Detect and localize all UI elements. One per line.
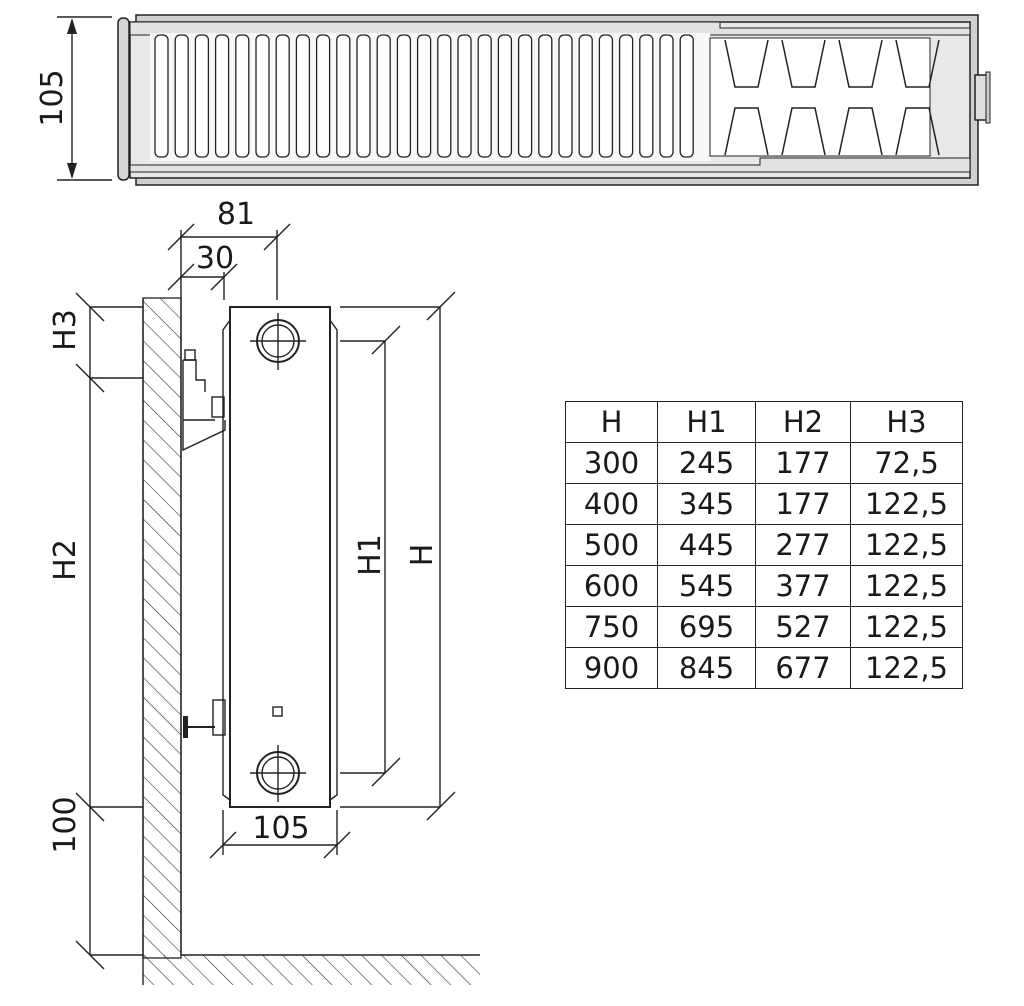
table-cell: 177 [755,483,851,525]
table-cell: 122,5 [850,647,963,689]
fin [659,34,674,158]
fin [517,34,533,158]
fin [376,34,391,158]
h-label: H [405,544,440,567]
v-fin [724,107,769,156]
v-fin [838,39,883,88]
bottom-depth-label: 105 [252,811,309,846]
table-cell: 345 [657,483,756,525]
table-cell: 545 [657,565,756,607]
convector-v-fins [724,39,940,156]
v-fin [895,39,940,88]
v-fin [838,107,883,156]
height-dimensions-left: H3 H2 100 [48,292,143,970]
fin [538,34,553,158]
table-cell: 122,5 [850,565,963,607]
top-pipe-connection [250,313,306,370]
table-cell: 177 [755,442,851,484]
table-cell: 300 [565,442,658,484]
depth-dimensions: 81 30 [167,197,291,300]
fin [457,34,472,158]
wall [142,297,480,985]
floor-gap-label: 100 [48,796,83,853]
table-cell: 845 [657,647,756,689]
header-h3: H3 [850,401,963,443]
fin [295,34,311,158]
h1-label: H1 [353,534,388,576]
table-cell: 122,5 [850,524,963,566]
vent-plug [272,706,283,717]
radiator-side-body [222,306,338,808]
fin [235,34,250,158]
table-cell: 377 [755,565,851,607]
table-cell: 72,5 [850,442,963,484]
offset-30-label: 30 [196,241,234,276]
fin [356,34,371,158]
table-cell: 122,5 [850,606,963,648]
top-view: 105 [35,14,991,186]
header-h2: H2 [755,401,851,443]
fin [598,34,614,158]
convector-fins [154,34,694,158]
table-header-row: H H1 H2 H3 [565,401,963,443]
fin [618,34,634,158]
fin [396,34,412,158]
top-depth-dimension: 105 [35,16,112,181]
v-fin [895,107,940,156]
fin [336,34,351,158]
fin [174,34,189,158]
table-cell: 677 [755,647,851,689]
table-cell: 245 [657,442,756,484]
bottom-depth-dimension: 105 [209,810,351,859]
fin [437,34,452,158]
table-cell: 500 [565,524,658,566]
fin [639,34,654,158]
wall-bracket-top [182,349,226,452]
depth-81-label: 81 [217,197,255,232]
radiator-top-body [117,14,991,186]
fin [558,34,573,158]
wall-bracket-bottom [183,699,226,738]
table-cell: 277 [755,524,851,566]
table-cell: 445 [657,524,756,566]
fin [255,34,270,158]
table-cell: 900 [565,647,658,689]
fin [497,34,513,158]
fin [275,34,290,158]
fin [154,34,169,158]
fin [214,34,230,158]
fin [416,34,432,158]
fin [194,34,210,158]
table-cell: 600 [565,565,658,607]
header-h: H [565,401,658,443]
height-dimensions-right: H1 H [340,291,456,821]
bottom-pipe-connection [250,745,306,802]
side-view: 81 30 H3 H2 100 [48,197,480,985]
v-fin [781,107,826,156]
fin [679,34,694,158]
fin [477,34,492,158]
table-cell: 122,5 [850,483,963,525]
h3-label: H3 [48,309,83,351]
table-cell: 695 [657,606,756,648]
h2-label: H2 [48,539,83,581]
fin [578,34,593,158]
table-cell: 527 [755,606,851,648]
table-cell: 750 [565,606,658,648]
top-depth-label: 105 [35,69,70,126]
header-h1: H1 [657,401,756,443]
fin [315,34,331,158]
table-cell: 400 [565,483,658,525]
v-fin [724,39,769,88]
v-fin [781,39,826,88]
